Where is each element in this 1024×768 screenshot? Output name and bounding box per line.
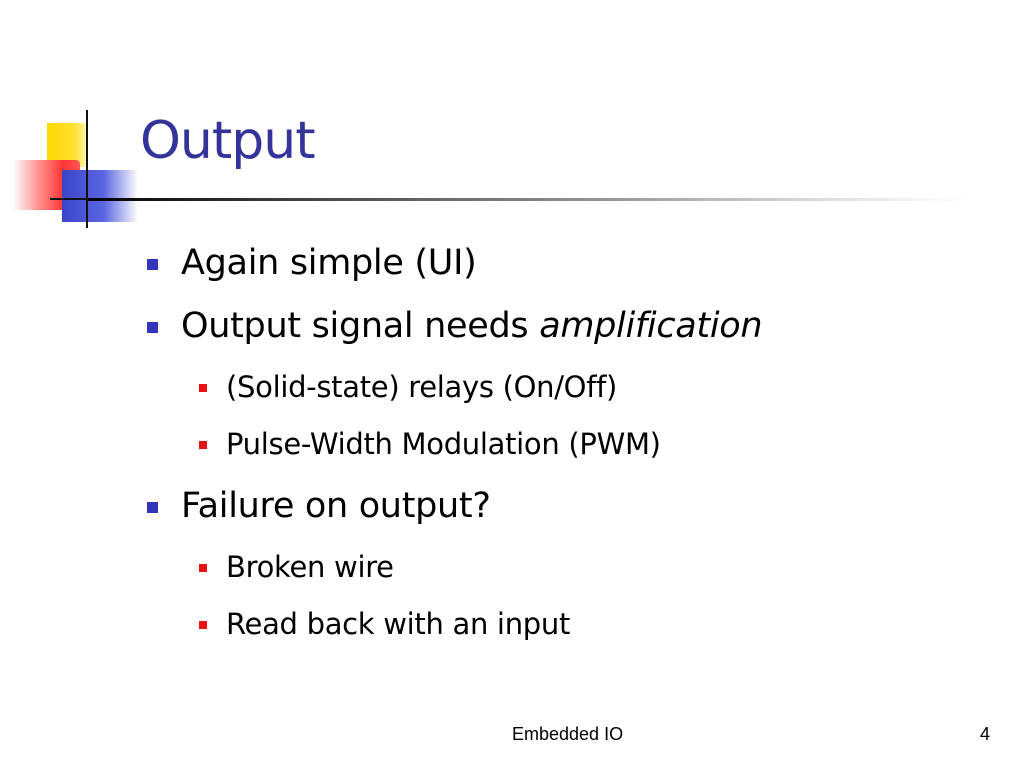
bullet-text: Pulse-Width Modulation (PWM) — [226, 427, 661, 461]
square-bullet-icon — [199, 441, 207, 449]
bullet-text: (Solid-state) relays (On/Off) — [226, 370, 618, 404]
logo-vertical-line — [86, 110, 88, 228]
logo-blue-square — [62, 170, 138, 222]
logo-yellow-square — [47, 123, 87, 167]
page-number: 4 — [980, 724, 991, 744]
title-divider — [88, 198, 968, 201]
decorative-squares-logo-icon — [0, 0, 160, 240]
sub-bullet-item: Read back with an input — [199, 607, 571, 641]
bullet-item: Again simple (UI) — [147, 243, 477, 283]
sub-bullet-item: (Solid-state) relays (On/Off) — [199, 370, 618, 404]
bullet-item: Failure on output? — [147, 486, 491, 526]
square-bullet-icon — [147, 322, 158, 333]
square-bullet-icon — [147, 502, 158, 513]
slide-title: Output — [140, 111, 316, 171]
square-bullet-icon — [147, 259, 158, 270]
bullet-item: Output signal needs amplification — [147, 306, 763, 346]
bullet-text: Failure on output? — [181, 486, 491, 526]
sub-bullet-item: Pulse-Width Modulation (PWM) — [199, 427, 661, 461]
bullet-text: Again simple (UI) — [181, 243, 477, 283]
square-bullet-icon — [199, 384, 207, 392]
sub-bullet-item: Broken wire — [199, 550, 394, 584]
logo-horizontal-line — [50, 198, 92, 200]
bullet-text: Broken wire — [226, 550, 394, 584]
bullet-text: Read back with an input — [226, 607, 571, 641]
footer-title: Embedded IO — [512, 724, 624, 744]
square-bullet-icon — [199, 564, 207, 572]
bullet-text: Output signal needs — [181, 306, 540, 346]
square-bullet-icon — [199, 621, 207, 629]
bullet-emphasis: amplification — [539, 306, 763, 346]
